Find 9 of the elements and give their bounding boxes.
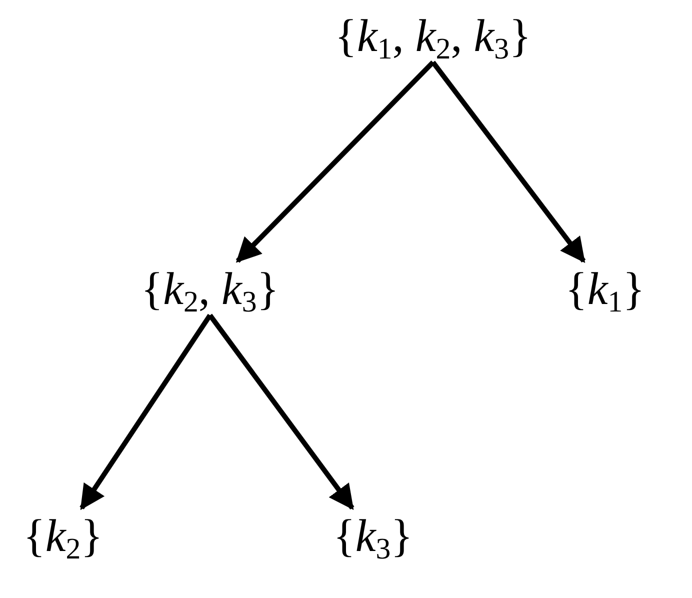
set-label: {k$_{2}$, k$_{3}$}	[141, 265, 279, 314]
arrow	[208, 314, 354, 510]
set-label: {k$_{2}$}	[23, 512, 103, 560]
arrow	[80, 314, 212, 510]
arrow	[431, 60, 586, 263]
set-label: {k$_{3}$}	[333, 512, 413, 560]
set-label: {k$_{1}$, k$_{2}$, k$_{3}$}	[334, 12, 532, 60]
set-label: {k$_{1}$}	[565, 265, 645, 314]
arrow	[236, 60, 435, 263]
